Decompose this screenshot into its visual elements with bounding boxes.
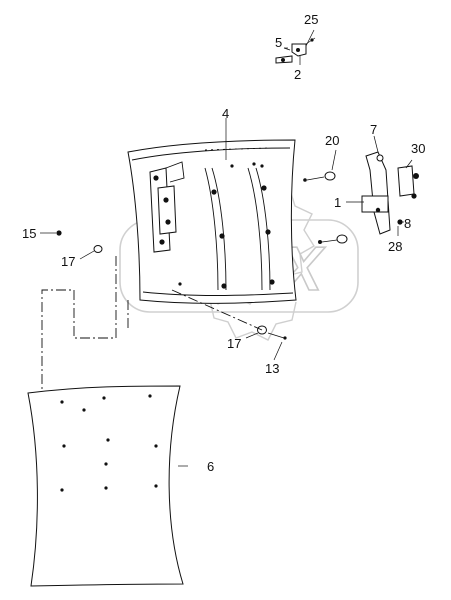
callout-30: 30 [411,141,425,156]
clip-assembly [275,29,316,65]
callout-17-lower: 17 [227,336,241,351]
callout-13: 13 [265,361,279,376]
leader-lines [40,47,413,467]
assembly-path [41,256,117,390]
callout-7: 7 [370,122,377,137]
callout-17-upper: 17 [61,254,75,269]
callout-6: 6 [207,459,214,474]
loose-fasteners [56,230,287,340]
callout-8: 8 [404,216,411,231]
callout-25: 25 [304,12,318,27]
callout-1: 1 [334,195,341,210]
main-panel [127,139,297,304]
callout-5: 5 [275,35,282,50]
callout-4: 4 [222,106,229,121]
callout-2: 2 [294,67,301,82]
bottom-plate [27,385,184,587]
callout-28: 28 [388,239,402,254]
bracket-assembly [303,151,419,244]
callout-15: 15 [22,226,36,241]
callout-20: 20 [325,133,339,148]
callouts: 25 5 2 4 20 7 30 1 8 28 15 17 17 13 6 [22,12,425,474]
